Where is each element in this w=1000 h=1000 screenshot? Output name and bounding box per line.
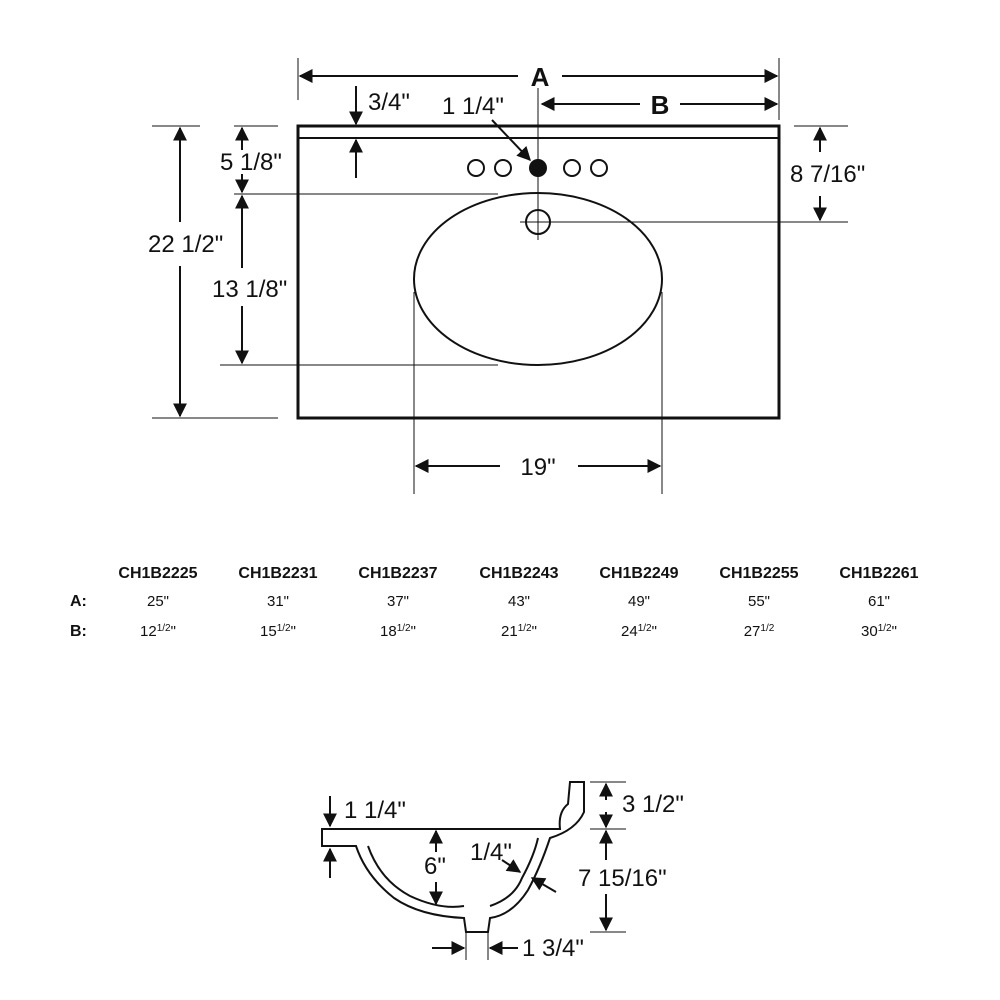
model-header: CH1B2225 xyxy=(118,565,197,582)
a-value: 31" xyxy=(267,593,289,610)
row-b-label: B: xyxy=(70,623,87,640)
a-value: 37" xyxy=(387,593,409,610)
model-header: CH1B2249 xyxy=(599,565,678,582)
faucet-hole-4 xyxy=(563,159,581,177)
model-header: CH1B2261 xyxy=(839,565,918,582)
dim-section-bowl-depth-label: 6" xyxy=(424,853,446,880)
dim-faucet-hole-label: 1 1/4" xyxy=(442,93,504,120)
model-dimension-table: A: B: CH1B2225 CH1B2231 CH1B2237 CH1B224… xyxy=(70,565,919,640)
a-value: 49" xyxy=(628,593,650,610)
a-value: 43" xyxy=(508,593,530,610)
faucet-hole-5 xyxy=(590,159,608,177)
a-value: 25" xyxy=(147,593,169,610)
model-header: CH1B2237 xyxy=(358,565,437,582)
dim-top-depth-label: 22 1/2" xyxy=(148,231,223,258)
model-header: CH1B2255 xyxy=(719,565,798,582)
model-header: CH1B2231 xyxy=(238,565,317,582)
dim-bowl-width-label: 19" xyxy=(520,454,555,481)
a-value: 55" xyxy=(748,593,770,610)
a-value: 61" xyxy=(868,593,890,610)
b-value: 271/2 xyxy=(744,623,775,640)
dim-backsplash-label: 3/4" xyxy=(368,89,410,116)
dim-drain-from-back-label: 8 7/16" xyxy=(790,161,865,188)
b-value: 211/2" xyxy=(501,623,537,640)
top-view: A B 3/4" 1 1/4" 5 1/8" 22 1/2" 13 1/8" xyxy=(148,58,865,494)
dim-rim-label: 1 1/4" xyxy=(344,797,406,824)
section-view: 1 1/4" 3 1/2" 6" 1/4" 7 15/16" 1 3/4" xyxy=(321,781,684,962)
faucet-hole-2 xyxy=(494,159,512,177)
faucet-hole-1 xyxy=(467,159,485,177)
dim-b-label: B xyxy=(651,90,670,120)
dim-drain-offset-label: 1 3/4" xyxy=(522,935,584,962)
b-value: 181/2" xyxy=(380,623,416,640)
row-a-label: A: xyxy=(70,593,87,610)
b-value: 121/2" xyxy=(140,623,176,640)
b-value: 151/2" xyxy=(260,623,296,640)
b-value: 241/2" xyxy=(621,623,657,640)
b-value: 301/2" xyxy=(861,623,897,640)
dim-bowl-depth-label: 13 1/8" xyxy=(212,276,287,303)
sink-cross-section xyxy=(321,781,585,933)
dim-splash-height-label: 3 1/2" xyxy=(622,791,684,818)
dim-faucet-to-top-label: 5 1/8" xyxy=(220,149,282,176)
model-header: CH1B2243 xyxy=(479,565,558,582)
dim-overall-height-label: 7 15/16" xyxy=(578,865,667,892)
dim-a-label: A xyxy=(531,62,550,92)
